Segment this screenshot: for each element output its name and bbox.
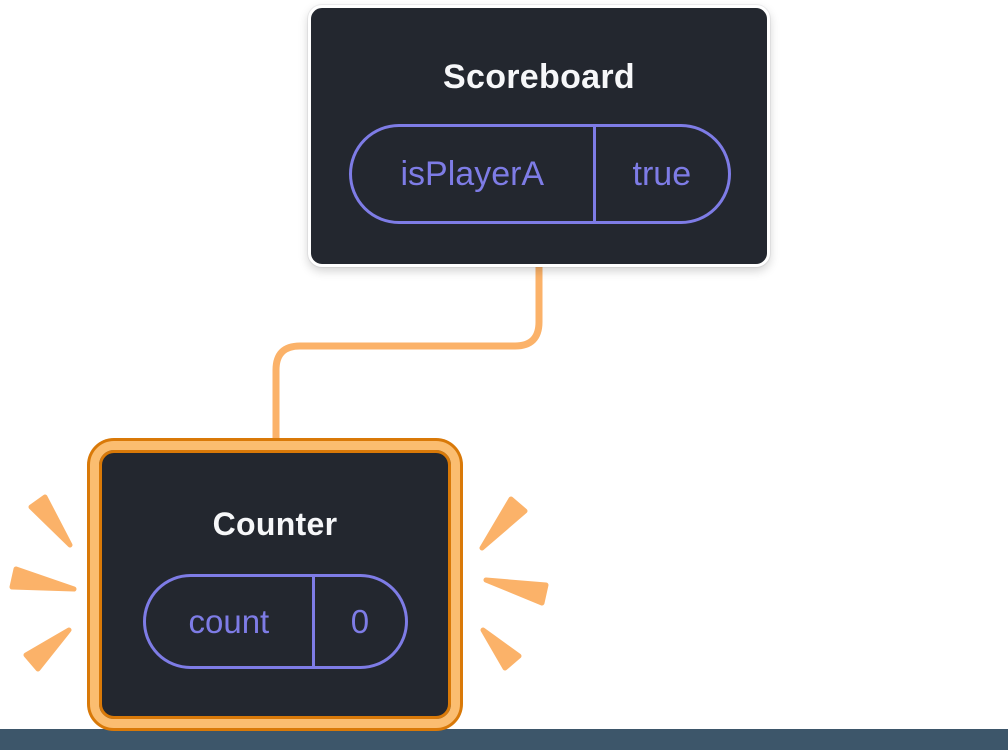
scoreboard-state-pill: isPlayerA true bbox=[349, 124, 731, 224]
sparkle-ray-left-top bbox=[28, 494, 73, 548]
scoreboard-title: Scoreboard bbox=[443, 58, 635, 96]
connector-line bbox=[272, 259, 543, 452]
state-value: true bbox=[632, 154, 692, 193]
counter-component-card: Counter count 0 bbox=[90, 441, 460, 728]
counter-state-pill: count 0 bbox=[143, 574, 408, 669]
state-key: isPlayerA bbox=[352, 127, 596, 221]
sparkle-ray-left-middle bbox=[9, 566, 77, 592]
counter-title: Counter bbox=[212, 506, 338, 542]
sparkle-ray-right-middle bbox=[483, 577, 549, 606]
background-strip bbox=[0, 729, 1008, 750]
sparkle-ray-right-bottom bbox=[480, 627, 522, 671]
sparkle-ray-right-top bbox=[479, 496, 528, 551]
state-value: 0 bbox=[350, 602, 370, 640]
sparkle-ray-left-bottom bbox=[23, 627, 72, 672]
scoreboard-component-card: Scoreboard isPlayerA true bbox=[308, 5, 770, 267]
state-key: count bbox=[146, 577, 315, 666]
